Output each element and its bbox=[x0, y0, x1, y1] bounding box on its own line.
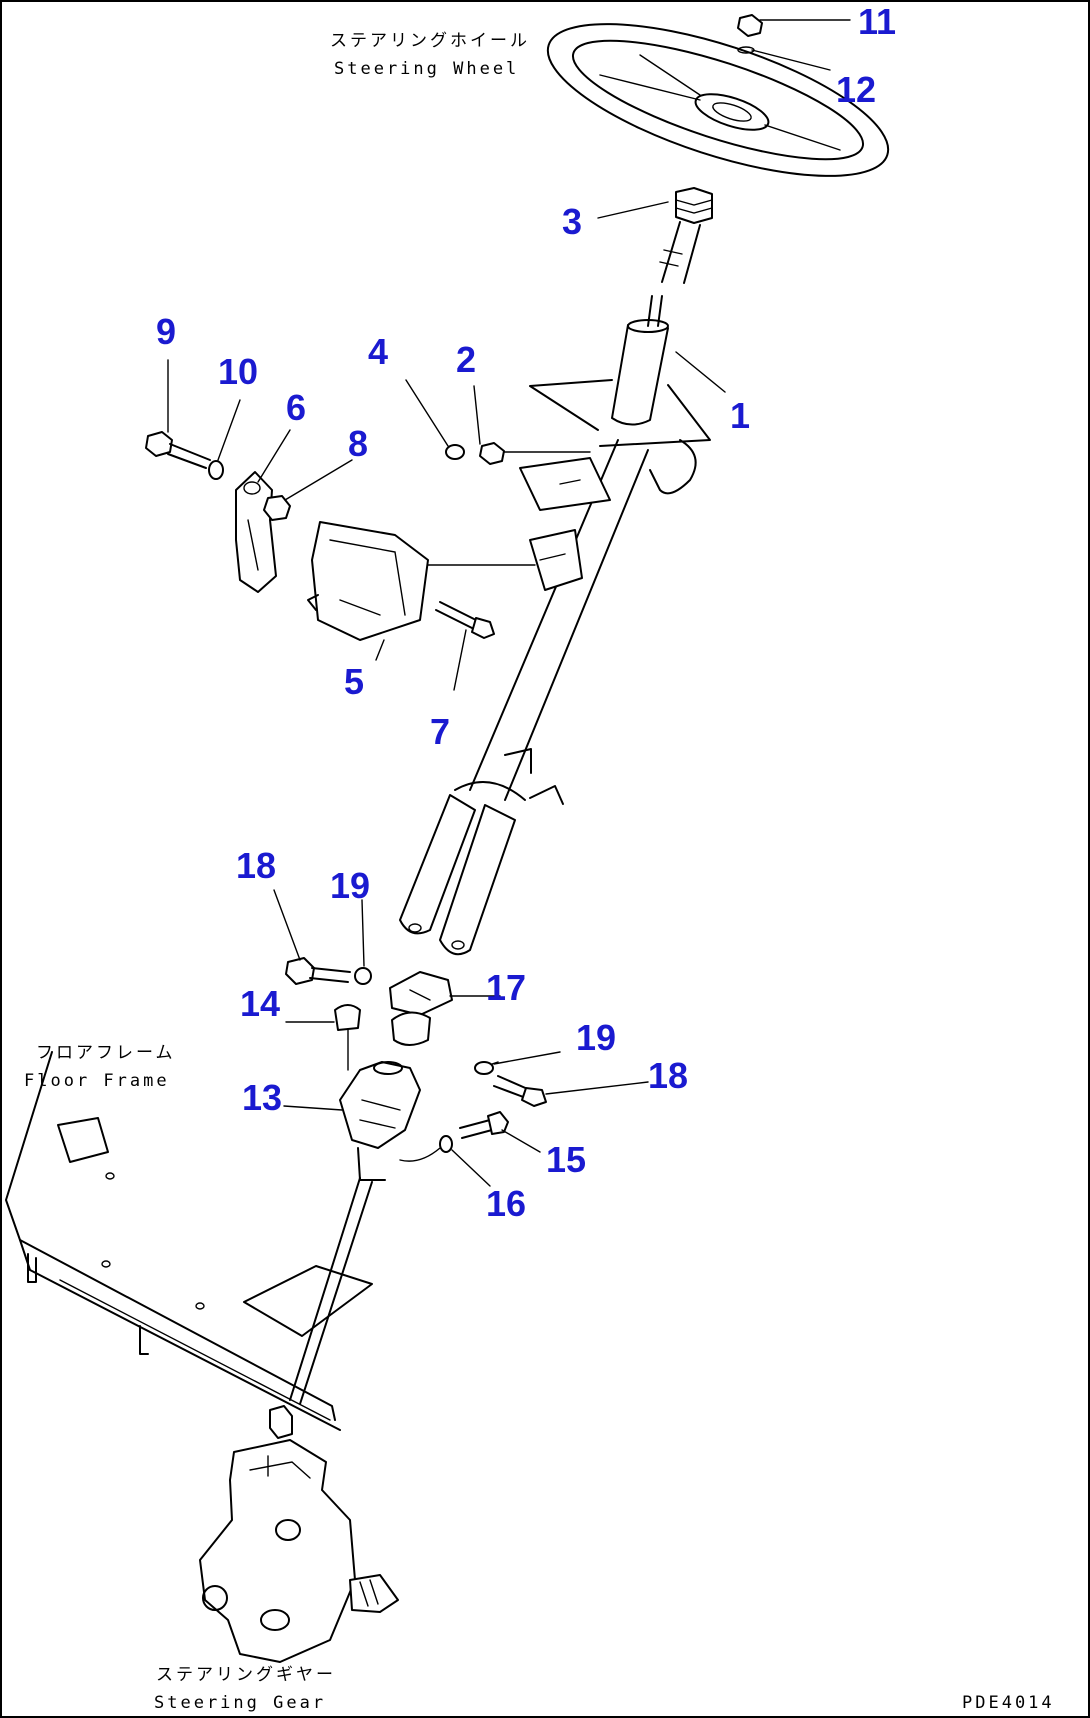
lower-shaft bbox=[289, 1177, 373, 1405]
callout-18-lower: 18 bbox=[648, 1055, 688, 1096]
callout-13: 13 bbox=[242, 1077, 282, 1118]
callout-3: 3 bbox=[562, 201, 582, 242]
column-cover-5 bbox=[307, 521, 536, 641]
callout-5: 5 bbox=[344, 661, 364, 702]
callout-9: 9 bbox=[156, 311, 176, 352]
callout-4: 4 bbox=[368, 331, 388, 372]
drawing-code: PDE4014 bbox=[962, 1693, 1055, 1713]
bolt-9 bbox=[145, 431, 211, 469]
callout-16: 16 bbox=[486, 1183, 526, 1224]
callout-12: 12 bbox=[836, 69, 876, 110]
callout-14: 14 bbox=[240, 983, 280, 1024]
callout-10: 10 bbox=[218, 351, 258, 392]
bolt-7 bbox=[435, 601, 495, 639]
nut-11 bbox=[737, 14, 763, 54]
label-floor-frame-en: Floor Frame bbox=[24, 1071, 170, 1091]
label-floor-frame-jp: フロアフレーム bbox=[36, 1043, 176, 1063]
leader-lines bbox=[167, 19, 851, 1187]
universal-joint-13 bbox=[339, 1061, 421, 1181]
nut-2 bbox=[479, 442, 591, 465]
tilt-lever-6 bbox=[235, 471, 277, 593]
washer-19-upper bbox=[354, 967, 372, 985]
washer-19-lower bbox=[474, 1061, 494, 1075]
steering-wheel bbox=[546, 23, 890, 177]
callout-19-lower: 19 bbox=[576, 1017, 616, 1058]
bolt-18-lower bbox=[493, 1075, 547, 1107]
shaft-coupling-3 bbox=[659, 187, 713, 284]
floor-frame bbox=[5, 1051, 373, 1431]
steering-column-1 bbox=[399, 295, 711, 956]
label-steering-wheel-jp: ステアリングホイール bbox=[330, 31, 530, 51]
washer-10 bbox=[208, 460, 224, 480]
callout-11: 11 bbox=[858, 1, 896, 42]
nut-8 bbox=[263, 495, 291, 521]
callout-1: 1 bbox=[730, 395, 750, 436]
label-steering-wheel-en: Steering Wheel bbox=[334, 59, 519, 79]
label-steering-gear-en: Steering Gear bbox=[154, 1693, 326, 1713]
callout-18-upper: 18 bbox=[236, 845, 276, 886]
callout-8: 8 bbox=[348, 423, 368, 464]
callout-2: 2 bbox=[456, 339, 476, 380]
label-steering-gear-jp: ステアリングギヤー bbox=[156, 1665, 336, 1685]
plug-14 bbox=[334, 1004, 361, 1071]
washer-4 bbox=[445, 444, 465, 460]
callout-17: 17 bbox=[486, 967, 526, 1008]
universal-joint-17 bbox=[389, 971, 453, 1046]
washer-16 bbox=[399, 1135, 453, 1162]
bolt-15 bbox=[459, 1111, 509, 1139]
callout-15: 15 bbox=[546, 1139, 586, 1180]
callout-19-upper: 19 bbox=[330, 865, 370, 906]
bolt-18-upper bbox=[285, 957, 351, 985]
callout-6: 6 bbox=[286, 387, 306, 428]
steering-gear bbox=[199, 1405, 399, 1663]
callout-7: 7 bbox=[430, 711, 450, 752]
